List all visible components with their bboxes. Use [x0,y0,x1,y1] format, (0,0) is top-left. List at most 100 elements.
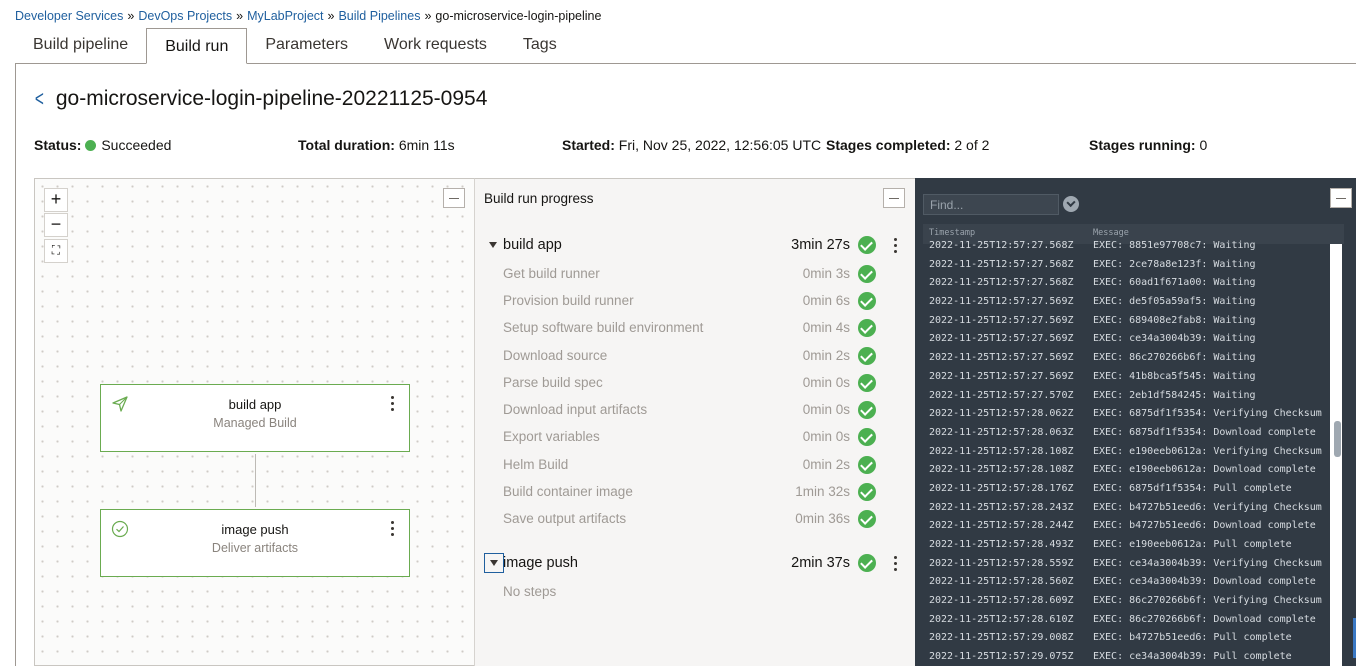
tab-work-requests[interactable]: Work requests [384,36,487,53]
progress-collapse-button[interactable] [883,188,905,208]
tab-build-pipeline[interactable]: Build pipeline [33,36,129,53]
stage-menu-icon[interactable] [892,238,898,258]
log-message: EXEC: ce34a3004b39: Pull complete [1093,651,1292,663]
started-field: Started: Fri, Nov 25, 2022, 12:56:05 UTC [562,137,821,153]
step-duration: 0min 0s [802,375,850,390]
log-message: EXEC: 689408e2fab8: Waiting [1093,314,1256,326]
breadcrumb-mylabproject[interactable]: MyLabProject [247,9,324,23]
success-check-icon [858,319,876,337]
breadcrumb-current: go-microservice-login-pipeline [435,9,602,23]
log-timestamp: 2022-11-25T12:57:28.609Z [929,595,1074,607]
stages-completed-label: Stages completed: [826,137,951,153]
stages-running-label: Stages running: [1089,137,1196,153]
stage-menu-icon[interactable] [892,556,898,576]
log-timestamp: 2022-11-25T12:57:28.243Z [929,501,1074,513]
log-timestamp: 2022-11-25T12:57:27.568Z [929,240,1074,251]
log-timestamp: 2022-11-25T12:57:27.569Z [929,370,1074,382]
breadcrumb-devops-projects[interactable]: DevOps Projects [138,9,233,23]
step-row: Provision build runner 0min 6s [475,292,915,313]
started-label: Started: [562,137,615,153]
step-name: Download source [503,348,608,363]
log-col-message: Message [1093,228,1129,238]
success-check-icon [858,483,876,501]
stages-completed-value: 2 of 2 [954,137,990,153]
stage-node-build-app[interactable]: build app Managed Build [100,384,410,452]
log-message: EXEC: 6875df1f5354: Verifying Checksum [1093,408,1322,420]
log-timestamp: 2022-11-25T12:57:29.008Z [929,632,1074,644]
pipeline-canvas[interactable]: + − ⛶ build app Managed Build image push… [34,178,474,666]
node-menu-icon[interactable] [389,521,395,541]
duration-value: 6min 11s [398,137,455,153]
zoom-out-button[interactable]: − [44,213,68,237]
success-check-icon [858,236,876,254]
step-row: Save output artifacts 0min 36s [475,510,915,531]
send-icon [112,396,128,412]
stage-name: build app [503,237,562,253]
log-message: EXEC: ce34a3004b39: Verifying Checksum [1093,557,1322,569]
zoom-in-button[interactable]: + [44,188,68,212]
log-scrollbar-thumb[interactable] [1334,421,1341,457]
back-chevron-icon[interactable]: < [34,86,44,111]
log-timestamp: 2022-11-25T12:57:28.062Z [929,408,1074,420]
stage-row-image-push[interactable]: image push 2min 37s [475,553,915,577]
log-message: EXEC: ce34a3004b39: Waiting [1093,333,1256,345]
tab-build-run[interactable]: Build run [146,28,248,64]
no-steps-text: No steps [503,584,557,599]
panel-border [15,63,16,666]
log-col-timestamp: Timestamp [929,228,976,238]
success-check-icon [858,347,876,365]
breadcrumb-separator: » [327,9,335,23]
caret-down-icon[interactable] [489,242,497,248]
fit-to-screen-button[interactable]: ⛶ [44,239,68,263]
status-field: Status: Succeeded [34,137,171,153]
download-icon[interactable] [1063,196,1079,212]
tab-bar: Build pipeline Build run Parameters Work… [15,28,575,64]
log-message: EXEC: ce34a3004b39: Download complete [1093,576,1316,588]
log-timestamp: 2022-11-25T12:57:28.560Z [929,576,1074,588]
breadcrumb: Developer Services»DevOps Projects»MyLab… [15,9,601,23]
node-menu-icon[interactable] [389,396,395,416]
duration-label: Total duration: [298,137,395,153]
step-row: Setup software build environment 0min 4s [475,319,915,340]
log-message: EXEC: 6875df1f5354: Pull complete [1093,482,1292,494]
success-check-icon [858,374,876,392]
edge-indicator [1353,618,1356,658]
stage-row-build-app[interactable]: build app 3min 27s [475,236,915,259]
stages-running-value: 0 [1199,137,1208,153]
tab-tags[interactable]: Tags [522,36,557,53]
success-check-icon [858,456,876,474]
step-row: Build container image 1min 32s [475,483,915,504]
step-name: Save output artifacts [503,511,627,526]
breadcrumb-developer-services[interactable]: Developer Services [15,9,124,23]
log-find-input[interactable] [923,194,1059,215]
step-name: Build container image [503,484,633,499]
breadcrumb-separator: » [127,9,135,23]
log-message: EXEC: 86c270266b6f: Download complete [1093,613,1316,625]
log-message: EXEC: 6875df1f5354: Download complete [1093,426,1316,438]
step-name: Get build runner [503,266,600,281]
stage-node-image-push[interactable]: image push Deliver artifacts [100,509,410,577]
duration-field: Total duration: 6min 11s [298,137,455,153]
logs-collapse-button[interactable] [1330,188,1352,208]
breadcrumb-separator: » [424,9,432,23]
tab-parameters[interactable]: Parameters [265,36,349,53]
step-row: Export variables 0min 0s [475,428,915,449]
success-check-icon [858,428,876,446]
log-message: EXEC: e190eeb0612a: Pull complete [1093,539,1292,550]
log-message: EXEC: b4727b51eed6: Pull complete [1093,632,1292,644]
canvas-collapse-button[interactable] [443,188,465,208]
step-name: Parse build spec [503,375,603,390]
log-timestamp: 2022-11-25T12:57:28.244Z [929,520,1074,532]
caret-down-icon[interactable] [484,553,504,573]
title-row: < go-microservice-login-pipeline-2022112… [33,86,487,112]
breadcrumb-build-pipelines[interactable]: Build Pipelines [338,9,421,23]
step-duration: 0min 2s [802,348,850,363]
